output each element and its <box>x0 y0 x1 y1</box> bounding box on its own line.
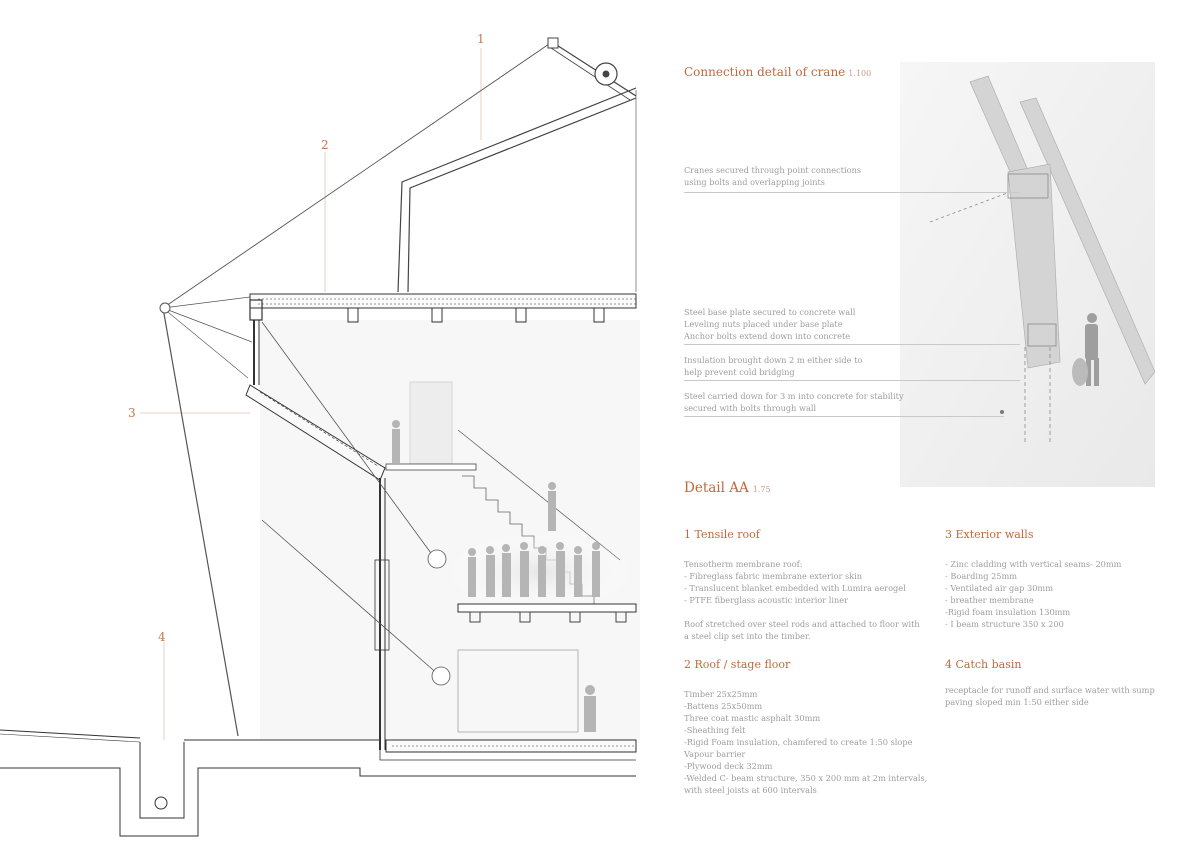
ground-floor <box>0 729 637 837</box>
annotation-line: Anchor bolts extend down into concrete <box>684 331 851 341</box>
tensile-roof <box>159 41 553 737</box>
spec-line: - I beam structure 350 x 200 <box>945 619 1064 629</box>
spec-line: - Fibreglass fabric membrane exterior sk… <box>684 571 863 581</box>
spec-line: -Welded C- beam structure, 350 x 200 mm … <box>684 773 928 783</box>
figure-person <box>1072 313 1099 386</box>
spec-line: Tensotherm membrane roof: <box>684 559 803 569</box>
annotation-line: secured with bolts through wall <box>684 403 817 413</box>
heading-catch-basin: 4 Catch basin <box>945 658 1022 671</box>
spec-tensile-roof: Tensotherm membrane roof: - Fibreglass f… <box>684 558 920 642</box>
crane-detail-title-text: Connection detail of crane <box>684 65 846 79</box>
section-number-3: 3 <box>128 406 136 420</box>
detail-aa-scale: 1.75 <box>752 485 771 494</box>
anchor-bolt <box>1000 410 1004 414</box>
spec-line: -Battens 25x50mm <box>684 701 763 711</box>
spec-line: - Boarding 25mm <box>945 571 1018 581</box>
spec-line: -Sheathing felt <box>684 725 746 735</box>
spec-line: paving sloped min 1:50 either side <box>945 697 1089 707</box>
spec-line: - PTFE fiberglass acoustic interior line… <box>684 595 849 605</box>
crane-members <box>969 75 1155 385</box>
annotation-line: Steel carried down for 3 m into concrete… <box>684 391 904 401</box>
spec-line: with steel joists at 600 intervals <box>684 785 817 795</box>
annotation-line: help prevent cold bridging <box>684 367 795 377</box>
spec-line: - Ventilated air gap 30mm <box>945 583 1053 593</box>
spec-line: - breather membrane <box>945 595 1034 605</box>
crane-detail-scale: 1.100 <box>848 69 872 78</box>
spec-catch-basin: receptacle for runoff and surface water … <box>945 684 1155 708</box>
heading-roof-stage-floor: 2 Roof / stage floor <box>684 658 791 671</box>
section-number-1: 1 <box>477 32 485 46</box>
mezzanine-floor <box>392 420 637 732</box>
number-leaders <box>140 48 482 740</box>
spec-line: Three coat mastic asphalt 30mm <box>684 713 821 723</box>
spec-line: Timber 25x25mm <box>684 689 758 699</box>
spec-line: receptacle for runoff and surface water … <box>945 685 1155 695</box>
section-number-2: 2 <box>321 138 329 152</box>
crane-connection-illustration <box>900 62 1155 487</box>
crane-annotation-1: Cranes secured through point connections… <box>684 164 861 188</box>
crane-annotation-1-leader <box>684 192 1020 193</box>
spec-line: -Rigid Foam insulation, chamfered to cre… <box>684 737 913 747</box>
spec-line: -Plywood deck 32mm <box>684 761 773 771</box>
annotation-line: using bolts and overlapping joints <box>684 177 825 187</box>
crane-annotation-2: Steel base plate secured to concrete wal… <box>684 306 855 342</box>
inner-cables <box>261 321 579 733</box>
spec-line: Roof stretched over steel rods and attac… <box>684 619 920 629</box>
crane-joints <box>929 173 1057 442</box>
heading-exterior-walls: 3 Exterior walls <box>945 528 1034 541</box>
crane-annotation-3-leader <box>684 380 1020 381</box>
spec-line: a steel clip set into the timber. <box>684 631 811 641</box>
crane-annotation-3: Insulation brought down 2 m either side … <box>684 354 862 378</box>
heading-tensile-roof: 1 Tensile roof <box>684 528 760 541</box>
section-number-4: 4 <box>158 630 166 644</box>
annotation-line: Leveling nuts placed under base plate <box>684 319 843 329</box>
spec-roof-stage-floor: Timber 25x25mm -Battens 25x50mm Three co… <box>684 688 927 796</box>
crane <box>397 37 637 293</box>
crane-annotation-2-leader <box>684 344 1020 345</box>
spec-line: -Rigid foam insulation 130mm <box>945 607 1071 617</box>
detail-aa-title-text: Detail AA <box>684 480 749 496</box>
roof-deck <box>249 293 637 323</box>
annotation-line: Steel base plate secured to concrete wal… <box>684 307 856 317</box>
section-drawing <box>0 37 637 837</box>
spec-line: Vapour barrier <box>684 749 746 759</box>
spec-line: - Translucent blanket embedded with Lumi… <box>684 583 906 593</box>
crane-annotation-4-leader <box>684 416 1004 417</box>
spec-line <box>684 606 920 618</box>
annotation-line: Cranes secured through point connections <box>684 165 862 175</box>
annotation-line: Insulation brought down 2 m either side … <box>684 355 863 365</box>
spec-exterior-walls: - Zinc cladding with vertical seams- 20m… <box>945 558 1121 630</box>
spec-line: - Zinc cladding with vertical seams- 20m… <box>945 559 1122 569</box>
crane-annotation-4: Steel carried down for 3 m into concrete… <box>684 390 904 414</box>
